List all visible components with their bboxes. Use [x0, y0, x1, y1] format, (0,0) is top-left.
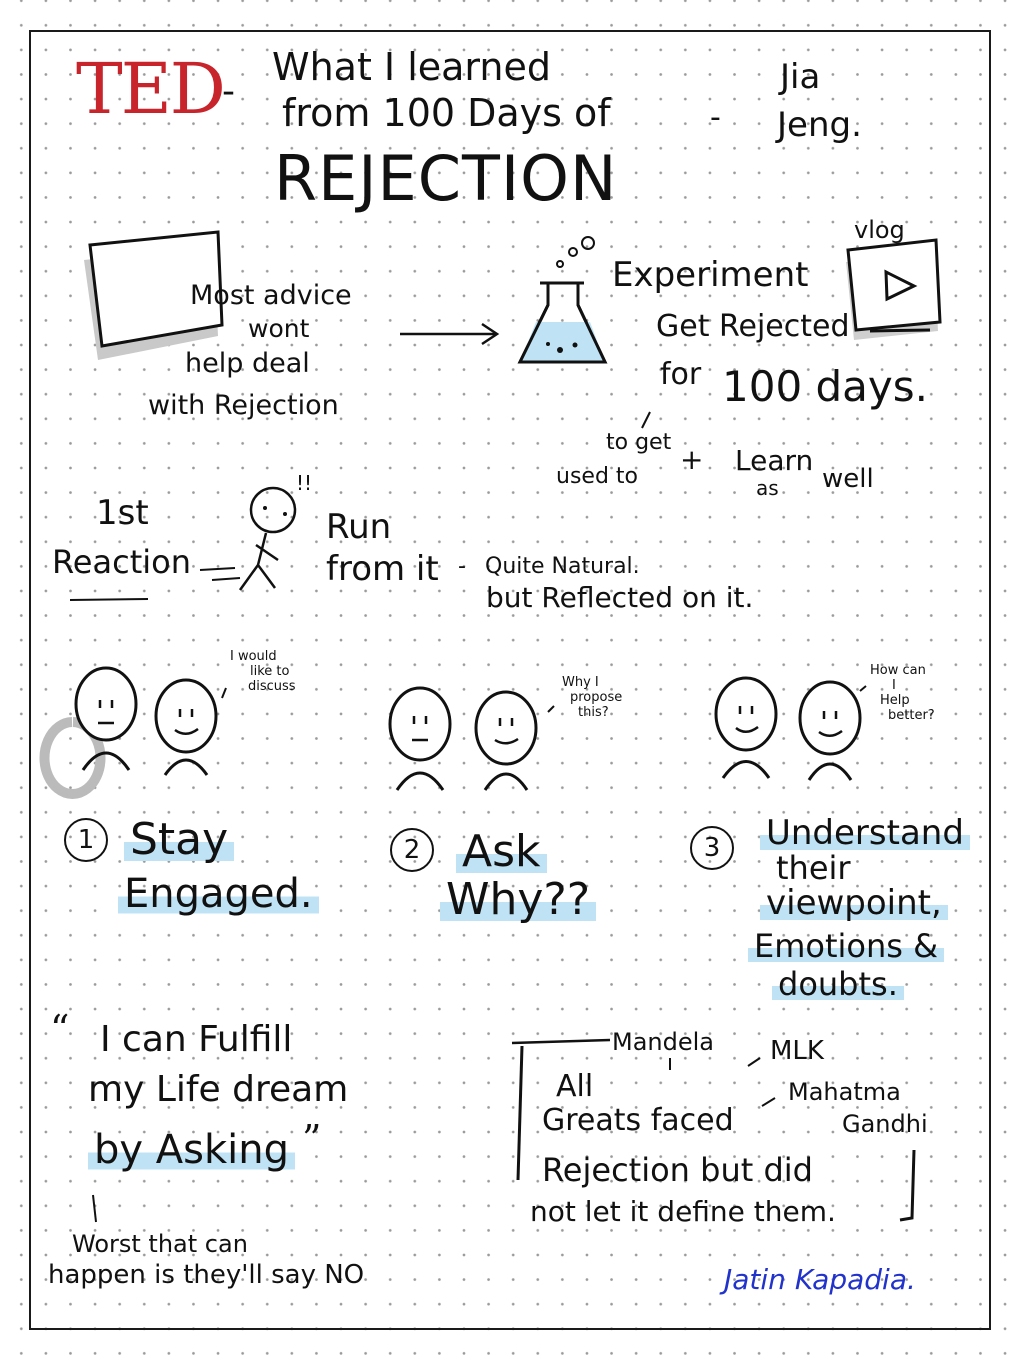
greats-line-3: Rejection but did	[542, 1151, 813, 1189]
step-3-line-5-text: doubts.	[772, 965, 904, 1003]
run-label: Run	[326, 507, 392, 547]
greats-line-4: not let it define them.	[530, 1195, 836, 1228]
step-3-line-5: doubts.	[772, 965, 904, 1003]
bubble-1-line-3: discuss	[248, 678, 296, 694]
artist-signature: Jatin Kapadia.	[724, 1263, 916, 1296]
quote-line-1: I can Fulfill	[100, 1019, 293, 1060]
greats-line-1: All	[556, 1069, 594, 1104]
step-3-number: 3	[690, 826, 734, 870]
author-first: Jia	[780, 57, 821, 97]
step-3-line-3: viewpoint,	[760, 883, 948, 923]
bubble-1-line-2: like to	[250, 663, 290, 679]
step-3-line-1: Understand	[760, 813, 970, 853]
advice-line-3: help deal	[185, 348, 310, 379]
bubble-1-line-1: I would	[230, 649, 277, 664]
first-label: 1st	[96, 493, 149, 533]
as-label: as	[756, 476, 779, 500]
bubble-2-line-1: Why I	[562, 675, 599, 690]
get-rejected-label: Get Rejected	[656, 309, 850, 344]
header-dash: -	[222, 71, 235, 112]
step-2-line-2: Why??	[440, 874, 597, 925]
step-2-number: 2	[390, 828, 434, 872]
advice-line-1: Most advice	[190, 280, 352, 311]
from-it-label: from it	[326, 549, 439, 589]
quote-open-mark: “	[50, 1007, 70, 1051]
advice-line-2: wont	[248, 314, 310, 343]
quote-line-3-text: by Asking	[88, 1127, 295, 1173]
bubble-3-line-4: better?	[888, 707, 935, 723]
step-3-line-4-text: Emotions &	[748, 927, 945, 965]
step-3-line-4: Emotions &	[748, 927, 945, 965]
step-3-line-3-text: viewpoint,	[760, 883, 948, 923]
for-label: for	[660, 357, 702, 392]
bubble-3-line-3: Help	[880, 692, 910, 708]
title-line-2: from 100 Days of	[282, 91, 611, 135]
step-1-number: 1	[64, 818, 108, 862]
reflected-label: but Reflected on it.	[486, 581, 754, 614]
worst-line: Worst that can	[72, 1230, 248, 1258]
bubble-3: How can I Help better?	[870, 663, 935, 724]
bubble-2: Why I propose this?	[562, 675, 623, 721]
step-1-line-2-text: Engaged.	[118, 871, 319, 917]
step-3-line-1-text: Understand	[760, 813, 970, 853]
title-line-1: What I learned	[272, 45, 551, 89]
step-2-line-1-text: Ask	[456, 826, 547, 877]
quote-line-3: by Asking	[88, 1127, 295, 1173]
well-label: well	[822, 464, 874, 494]
bubble-3-line-1: How can	[870, 663, 926, 678]
bubble-3-line-2: I	[892, 677, 896, 693]
step-3-line-2: their	[776, 849, 851, 887]
step-2-line-2-text: Why??	[440, 874, 597, 925]
mahatma-label: Mahatma	[788, 1078, 901, 1106]
reaction-dash: -	[458, 554, 466, 579]
step-1-line-1: Stay	[124, 814, 235, 865]
page-border	[29, 30, 991, 1330]
mlk-label: MLK	[770, 1036, 824, 1066]
advice-line-4: with Rejection	[148, 390, 339, 421]
ted-logo: TED	[76, 48, 226, 130]
author-last: Jeng.	[777, 105, 862, 145]
greats-line-2: Greats faced	[542, 1103, 734, 1138]
learn-label: Learn	[735, 444, 814, 477]
step-2-line-1: Ask	[456, 826, 547, 877]
happen-line: happen is they'll say NO	[48, 1260, 365, 1290]
experiment-label: Experiment	[612, 255, 809, 295]
title-main: REJECTION	[274, 142, 618, 215]
quote-close-mark: ”	[302, 1117, 322, 1161]
bubble-2-line-3: this?	[578, 704, 609, 720]
plus-sign: +	[680, 443, 704, 476]
vlog-label: vlog	[854, 216, 905, 244]
gandhi-label: Gandhi	[842, 1110, 928, 1138]
used-to-label: used to	[556, 464, 638, 489]
bubble-2-line-2: propose	[570, 689, 623, 705]
mandela-label: Mandela	[612, 1028, 714, 1056]
quote-line-2: my Life dream	[88, 1069, 349, 1110]
to-get-label: to get	[606, 430, 672, 455]
natural-label: Quite Natural.	[485, 554, 640, 579]
reaction-label: Reaction	[52, 543, 191, 581]
author-dash: -	[710, 100, 721, 135]
bubble-1: I would like to discuss	[230, 649, 296, 695]
step-1-line-2: Engaged.	[118, 871, 319, 917]
step-1-line-1-text: Stay	[124, 814, 235, 865]
days-label: 100 days.	[722, 362, 929, 411]
